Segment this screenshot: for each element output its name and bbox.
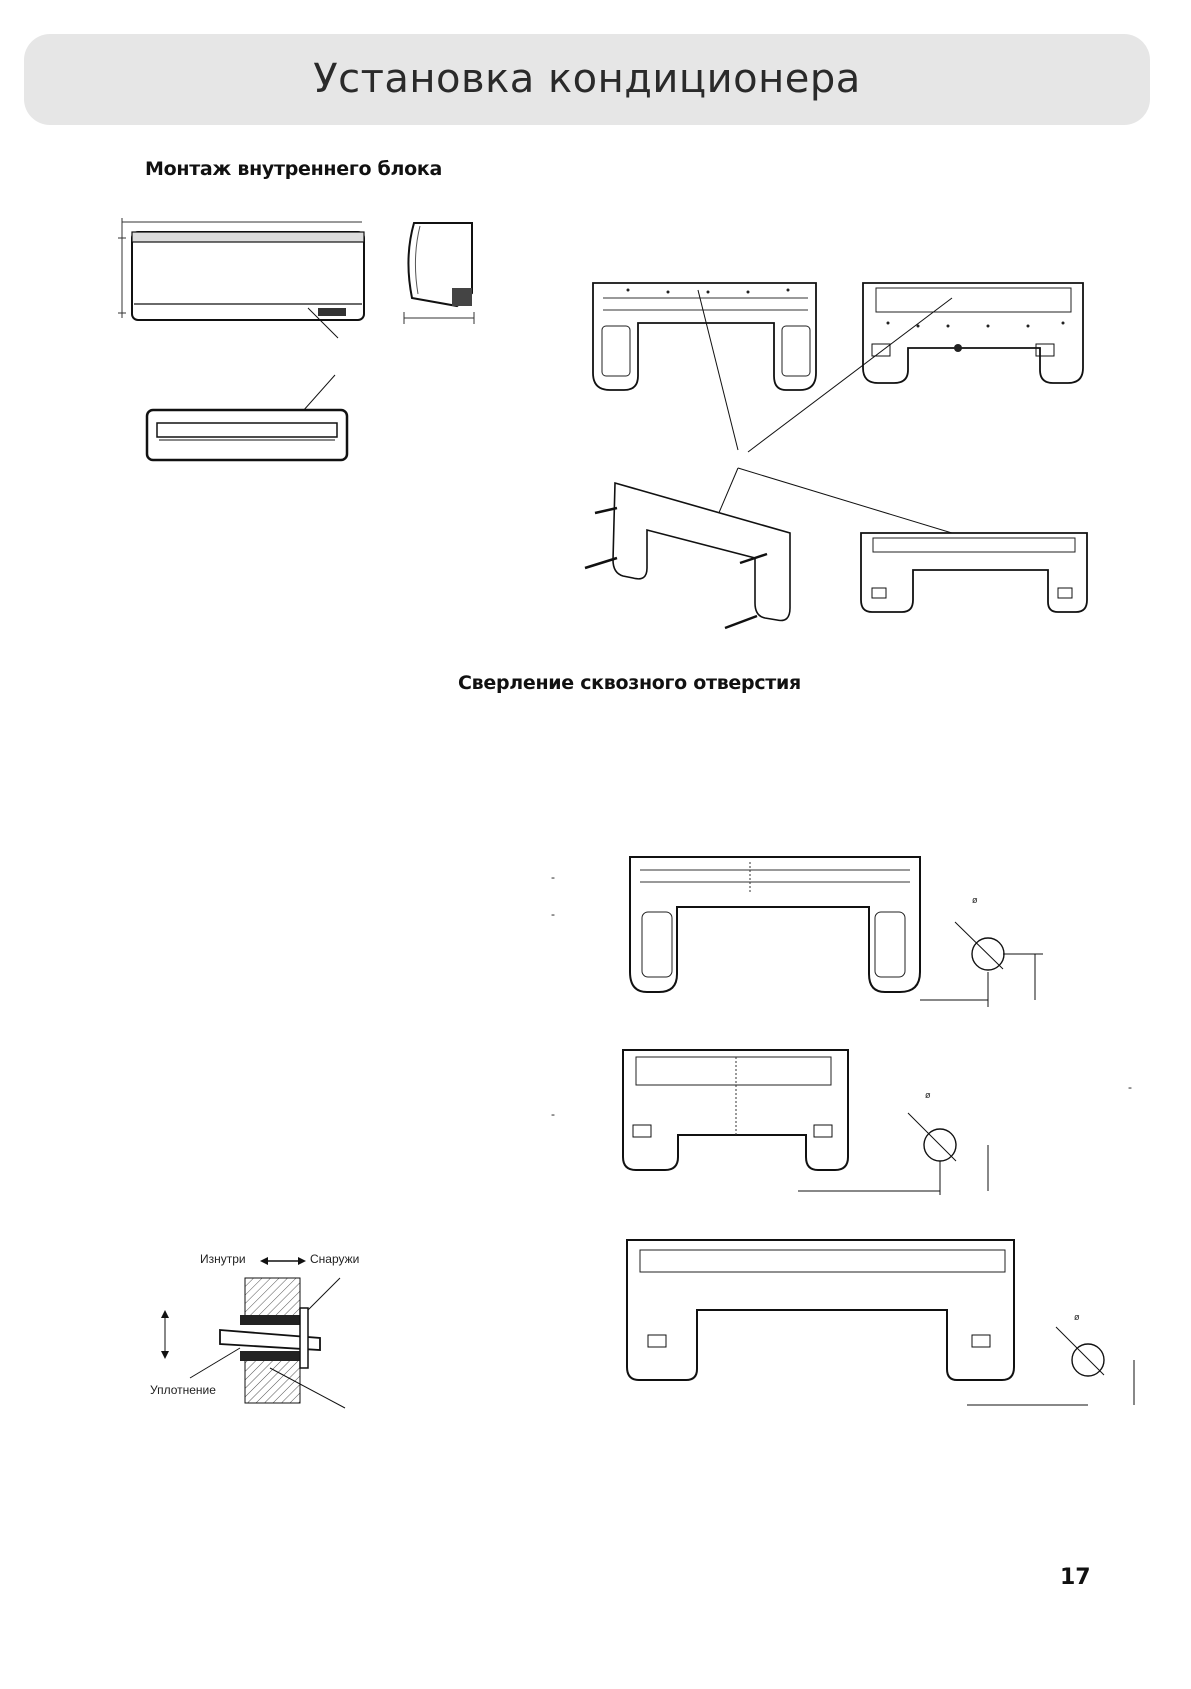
mounting-plate-type-a [592,282,817,391]
mounting-plate-perspective [584,481,791,630]
inside-label: Изнутри [200,1252,246,1266]
drilling-plate-1 [629,856,1043,1007]
dash-mark: - [551,1107,555,1121]
indoor-unit-front-view [118,218,365,339]
section-title-drilling: Сверление сквозного отверстия [458,672,801,694]
indoor-unit-side-view [403,222,475,324]
page-number: 17 [1060,1565,1091,1590]
dash-mark: - [551,870,555,884]
dash-mark: - [1128,1080,1132,1094]
diameter-label-3: ø [1074,1312,1080,1322]
diameter-label-1: ø [972,895,978,905]
diameter-label-2: ø [925,1090,931,1100]
page-title: Установка кондиционера [313,56,861,102]
section-title-indoor-mount: Монтаж внутреннего блока [145,158,442,180]
wall-pipe-diagram [161,1277,346,1409]
indoor-unit-bottom-view [145,374,349,462]
mounting-plate-type-c [860,532,1088,613]
drilling-plate-2 [622,1049,989,1195]
direction-arrow-icon [260,1257,306,1265]
page-header-banner: Установка кондиционера [24,34,1150,125]
seal-label: Уплотнение [150,1383,216,1397]
drilling-plate-3 [626,1239,1135,1406]
dash-mark: - [551,907,555,921]
mounting-plate-type-b [862,282,1084,384]
outside-label: Снаружи [310,1252,360,1266]
plate-leader-lines [697,289,976,541]
